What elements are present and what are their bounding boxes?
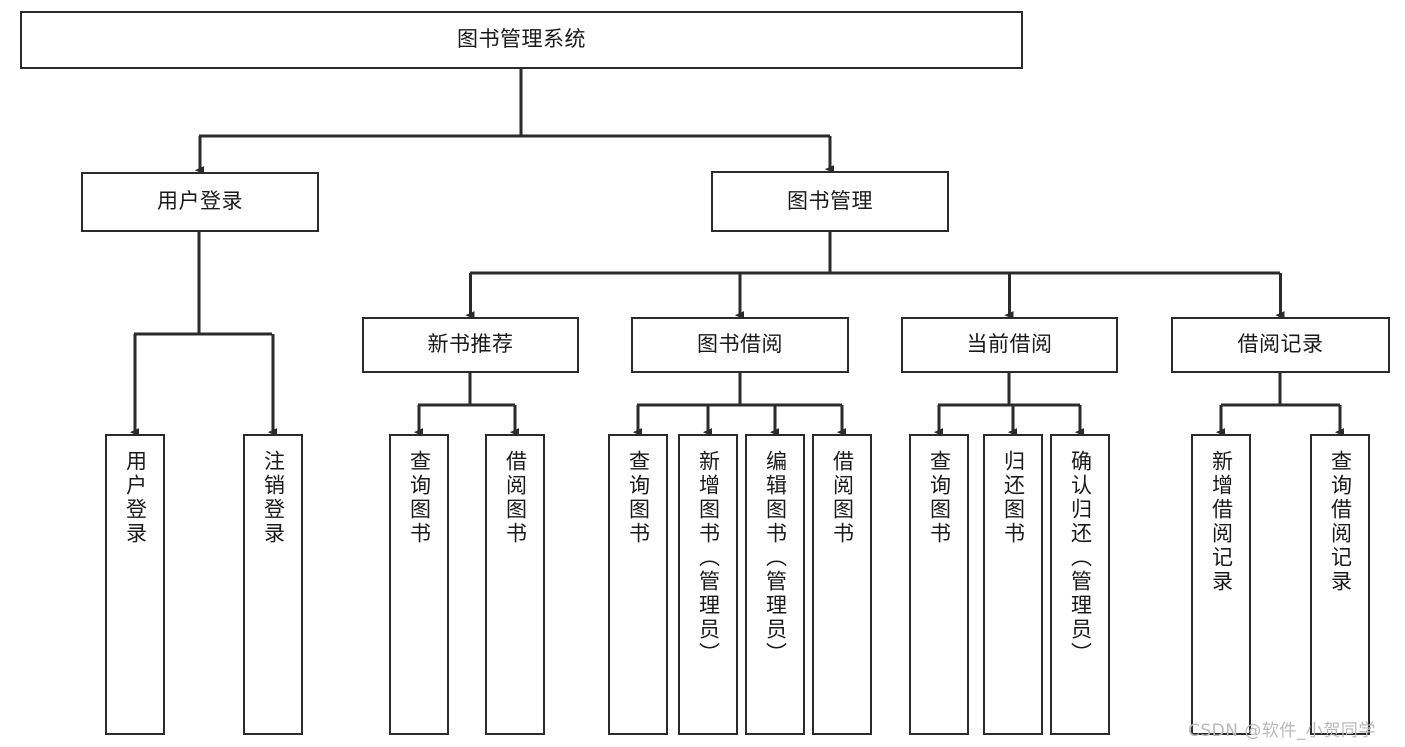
node-label: 编辑图书（管理员） <box>763 450 788 666</box>
node-label: 用户登录 <box>157 189 243 214</box>
node-leaf-return-book: 归还图书 <box>983 434 1043 735</box>
node-label: 用户登录 <box>123 450 148 546</box>
node-leaf-borrow-book-1: 借阅图书 <box>485 434 545 735</box>
node-leaf-edit-book: 编辑图书（管理员） <box>745 434 805 735</box>
node-leaf-query-record: 查询借阅记录 <box>1310 434 1370 735</box>
node-leaf-add-record: 新增借阅记录 <box>1191 434 1251 735</box>
node-label: 归还图书 <box>1001 450 1026 546</box>
node-borrow-record: 借阅记录 <box>1171 317 1390 373</box>
node-label: 图书管理系统 <box>457 27 586 52</box>
node-label: 当前借阅 <box>966 332 1053 357</box>
node-root: 图书管理系统 <box>20 11 1023 69</box>
node-leaf-confirm-return: 确认归还（管理员） <box>1050 434 1110 735</box>
node-book-borrow: 图书借阅 <box>631 317 849 373</box>
node-leaf-query-book-2: 查询图书 <box>608 434 668 735</box>
node-leaf-add-book: 新增图书（管理员） <box>678 434 738 735</box>
node-label: 图书管理 <box>787 188 873 213</box>
node-label: 确认归还（管理员） <box>1068 450 1093 666</box>
node-leaf-query-book-3: 查询图书 <box>909 434 969 735</box>
node-label: 借阅记录 <box>1237 332 1324 357</box>
node-user-login: 用户登录 <box>81 172 319 232</box>
node-leaf-logout: 注销登录 <box>243 434 303 735</box>
node-label: 新增图书（管理员） <box>696 450 721 666</box>
node-label: 查询图书 <box>407 450 432 546</box>
node-new-book-rec: 新书推荐 <box>362 317 579 373</box>
node-book-manage: 图书管理 <box>711 171 949 232</box>
node-label: 借阅图书 <box>503 450 528 546</box>
node-label: 新书推荐 <box>427 332 514 357</box>
node-label: 查询借阅记录 <box>1328 450 1353 594</box>
node-label: 查询图书 <box>626 450 651 546</box>
node-current-borrow: 当前借阅 <box>901 317 1118 373</box>
node-label: 新增借阅记录 <box>1209 450 1234 594</box>
node-label: 借阅图书 <box>830 450 855 546</box>
node-leaf-borrow-book-2: 借阅图书 <box>812 434 872 735</box>
node-label: 图书借阅 <box>697 332 783 357</box>
node-leaf-user-login: 用户登录 <box>105 434 165 735</box>
node-label: 查询图书 <box>927 450 952 546</box>
node-label: 注销登录 <box>261 450 286 546</box>
node-leaf-query-book-1: 查询图书 <box>389 434 449 735</box>
